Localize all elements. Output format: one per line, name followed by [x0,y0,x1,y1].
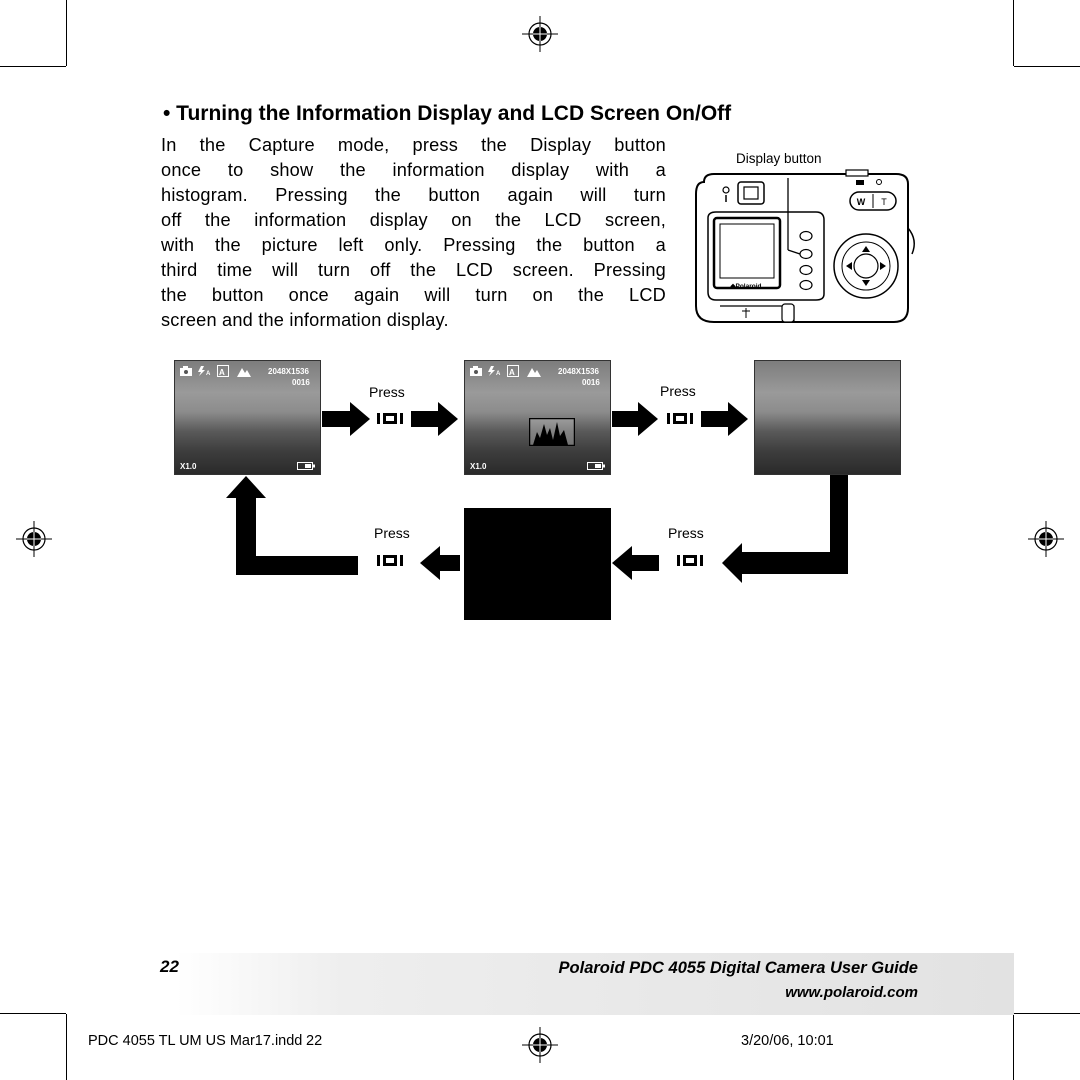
arrow-right-icon [411,402,458,436]
slug-filename: PDC 4055 TL UM US Mar17.indd [88,1033,303,1049]
arrow-right-icon [612,402,658,436]
guide-title: Polaroid PDC 4055 Digital Camera User Gu… [558,959,918,977]
display-button-icon [377,413,403,424]
paragraph-line: screen and the information display. [161,310,449,330]
footer-band [176,953,1014,1015]
svg-text:A: A [496,371,501,376]
lcd-screen-histogram: A A 2048X1536 0016 X1.0 [464,360,611,475]
registration-mark-icon [522,1027,558,1063]
camera-back-illustration: W T ◆Polaroid [695,169,915,323]
paragraph-line: the button once again will turn on the L… [161,285,666,305]
arrow-return-icon [722,475,848,583]
press-label: Press [660,383,696,399]
histogram-icon [529,418,575,446]
crop-mark [66,1014,67,1080]
instructions-paragraph: In the Capture mode, press the Display b… [161,133,666,333]
svg-text:A: A [206,371,211,376]
press-label: Press [374,525,410,541]
arrow-left-icon [612,546,659,580]
registration-mark-icon [16,521,52,557]
crop-mark [0,1013,66,1014]
resolution-readout: 2048X1536 [268,367,309,376]
polaroid-logo: ◆Polaroid [729,283,761,290]
resolution-readout: 2048X1536 [558,367,599,376]
press-label: Press [668,525,704,541]
crop-mark [0,66,66,67]
arrow-left-icon [420,546,460,580]
shots-remaining: 0016 [582,378,600,387]
white-balance-icon: A [507,365,519,377]
paragraph-line: In the Capture mode, press the Display b… [161,135,666,155]
arrow-right-icon [701,402,748,436]
battery-icon [587,462,605,470]
crop-mark [1013,1014,1014,1080]
press-label: Press [369,384,405,400]
lcd-screen-off [464,508,611,620]
flash-auto-icon: A [488,366,501,376]
crop-mark [1014,1013,1080,1014]
display-button-icon [677,555,703,566]
battery-icon [297,462,315,470]
zoom-readout: X1.0 [180,462,197,471]
display-button-caption: Display button [736,151,822,166]
section-heading: • Turning the Information Display and LC… [163,102,732,125]
paragraph-line: with the picture left only. Pressing the… [161,235,666,255]
display-button-icon [667,413,693,424]
arrow-right-icon [322,402,370,436]
display-button-icon [377,555,403,566]
page-number: 22 [160,957,179,976]
paragraph-line: third time will turn off the LCD screen.… [161,260,666,280]
zoom-wide-label: W [857,197,866,207]
shots-remaining: 0016 [292,378,310,387]
quality-icon [237,368,251,377]
lcd-screen-picture-only [754,360,901,475]
zoom-tele-label: T [881,197,887,207]
svg-text:A: A [219,368,225,377]
paragraph-line: histogram. Pressing the button again wil… [161,185,666,205]
svg-text:A: A [509,368,515,377]
arrow-return-icon [226,476,358,575]
camera-mode-icon [470,366,482,376]
registration-mark-icon [522,16,558,52]
guide-url: www.polaroid.com [785,984,918,1001]
paragraph-line: once to show the information display wit… [161,160,666,180]
slug-page: 22 [306,1033,323,1049]
crop-mark [66,0,67,66]
camera-mode-icon [180,366,192,376]
zoom-readout: X1.0 [470,462,487,471]
flash-auto-icon: A [198,366,211,376]
white-balance-icon: A [217,365,229,377]
crop-mark [1013,0,1014,66]
quality-icon [527,368,541,377]
lcd-screen-info-display: A A 2048X1536 0016 X1.0 [174,360,321,475]
registration-mark-icon [1028,521,1064,557]
crop-mark [1014,66,1080,67]
slug-datetime: 3/20/06, 10:01 [741,1033,834,1049]
paragraph-line: off the information display on the LCD s… [161,210,666,230]
